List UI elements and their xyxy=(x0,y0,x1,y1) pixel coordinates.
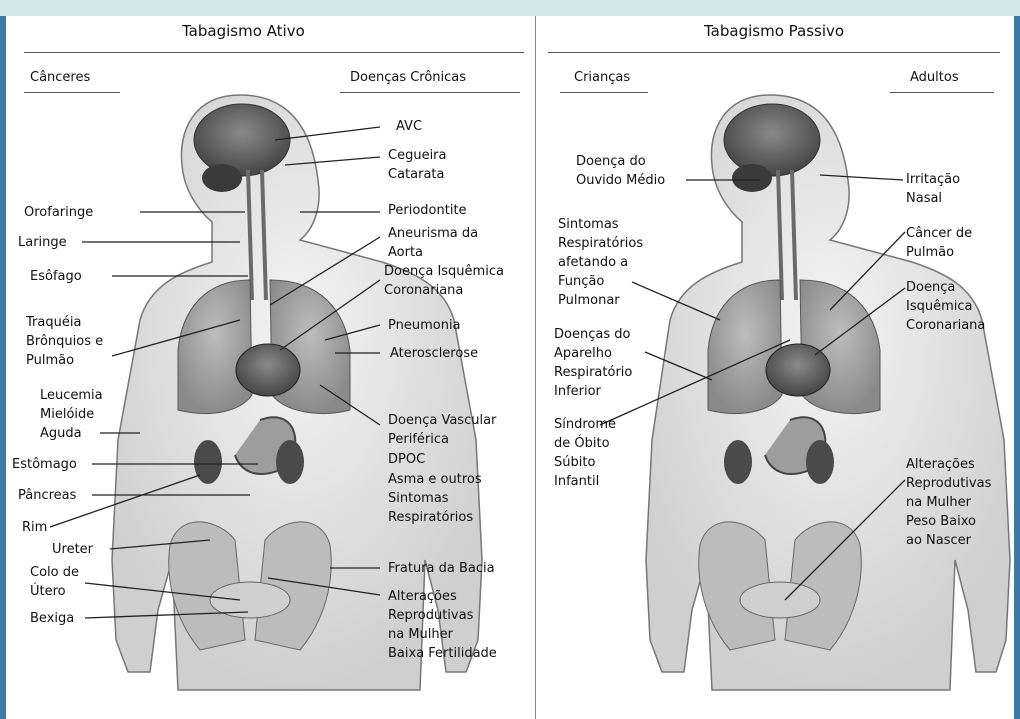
passive-right-heading: Adultos xyxy=(910,70,959,91)
label-doencas-aparelho-respiratorio: Doenças do Aparelho Respiratório Inferio… xyxy=(554,325,632,401)
label-esofago: Esôfago xyxy=(30,267,82,286)
kidney-right xyxy=(276,440,304,484)
label-fratura-bacia: Fratura da Bacia xyxy=(388,559,495,578)
label-pneumonia: Pneumonia xyxy=(388,316,461,335)
label-rim: Rim xyxy=(22,518,47,537)
label-sintomas-respiratorios: Sintomas Respiratórios afetando a Função… xyxy=(558,215,643,310)
label-doenca-isquemica-passivo: Doença Isquêmica Coronariana xyxy=(906,278,985,335)
label-doenca-ouvido-medio: Doença do Ouvido Médio xyxy=(576,152,665,190)
label-irritacao-nasal: Irritação Nasal xyxy=(906,170,960,208)
label-traqueia-bronquios-pulmao: Traquéia Brônquios e Pulmão xyxy=(26,313,103,370)
active-left-heading-rule xyxy=(24,92,120,93)
label-bexiga: Bexiga xyxy=(30,609,74,628)
label-aneurisma-aorta: Aneurisma da Aorta xyxy=(388,224,478,262)
label-alteracoes-reprodutivas-passivo: Alterações Reprodutivas na Mulher Peso B… xyxy=(906,455,991,550)
active-right-heading-rule xyxy=(340,92,520,93)
active-right-heading: Doenças Crônicas xyxy=(350,70,466,91)
heart xyxy=(236,344,300,396)
label-avc: AVC xyxy=(396,117,422,136)
passive-left-heading-rule xyxy=(560,92,648,93)
label-estomago: Estômago xyxy=(12,455,77,474)
kidney-left xyxy=(194,440,222,484)
label-cegueira-catarata: Cegueira Catarata xyxy=(388,146,447,184)
passive-left-heading: Crianças xyxy=(574,70,630,91)
passive-panel-title: Tabagismo Passivo xyxy=(704,22,844,40)
label-laringe: Laringe xyxy=(18,233,67,252)
label-pancreas: Pâncreas xyxy=(18,486,76,505)
passive-right-heading-rule xyxy=(890,92,994,93)
label-sindrome-obito-subito: Síndrome de Óbito Súbito Infantil xyxy=(554,415,616,491)
label-orofaringe: Orofaringe xyxy=(24,203,93,222)
active-left-heading: Cânceres xyxy=(30,70,90,91)
label-cancer-pulmao: Câncer de Pulmão xyxy=(906,224,972,262)
label-dpoc: DPOC xyxy=(388,450,425,469)
label-aterosclerose: Aterosclerose xyxy=(390,344,478,363)
label-colo-de-utero: Colo de Útero xyxy=(30,563,79,601)
label-doenca-isquemica: Doença Isquêmica Coronariana xyxy=(384,262,504,300)
label-periodontite: Periodontite xyxy=(388,201,467,220)
label-doenca-vascular-periferica: Doença Vascular Periférica xyxy=(388,411,496,449)
label-leucemia: Leucemia Mielóide Aguda xyxy=(40,386,103,443)
active-panel-title: Tabagismo Ativo xyxy=(182,22,305,40)
label-asma: Asma e outros Sintomas Respiratórios xyxy=(388,470,482,527)
label-alteracoes-reprodutivas-ativo: Alterações Reprodutivas na Mulher Baixa … xyxy=(388,587,497,663)
label-ureter: Ureter xyxy=(52,540,93,559)
